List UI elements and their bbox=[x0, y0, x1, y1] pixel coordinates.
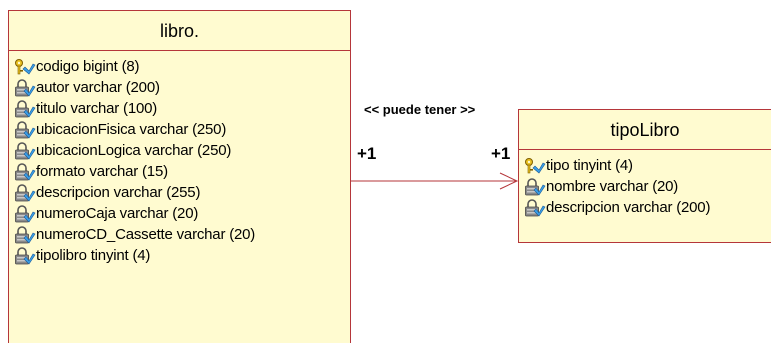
key-icon bbox=[14, 58, 36, 76]
attribute-text: tipolibro tinyint (4) bbox=[36, 247, 151, 264]
source-multiplicity: +1 bbox=[357, 144, 377, 163]
attribute-text: nombre varchar (20) bbox=[546, 178, 679, 195]
attribute-list: codigo bigint (8) autor varchar (200) titu… bbox=[9, 51, 350, 266]
attribute-text: descripcion varchar (255) bbox=[36, 184, 201, 201]
attribute-text: tipo tinyint (4) bbox=[546, 157, 633, 174]
attribute-row[interactable]: descripcion varchar (200) bbox=[524, 197, 771, 218]
attribute-list: tipo tinyint (4) nombre varchar (20) descr… bbox=[519, 150, 771, 218]
attribute-row[interactable]: nombre varchar (20) bbox=[524, 176, 771, 197]
attribute-row[interactable]: formato varchar (15) bbox=[14, 161, 350, 182]
key-icon bbox=[524, 157, 546, 175]
entity-title: libro. bbox=[9, 11, 350, 51]
lock-icon bbox=[14, 225, 36, 244]
attribute-row[interactable]: codigo bigint (8) bbox=[14, 56, 350, 77]
attribute-row[interactable]: titulo varchar (100) bbox=[14, 98, 350, 119]
attribute-text: numeroCaja varchar (20) bbox=[36, 205, 199, 222]
attribute-row[interactable]: ubicacionFisica varchar (250) bbox=[14, 119, 350, 140]
attribute-row[interactable]: autor varchar (200) bbox=[14, 77, 350, 98]
attribute-text: descripcion varchar (200) bbox=[546, 199, 711, 216]
attribute-row[interactable]: tipo tinyint (4) bbox=[524, 155, 771, 176]
lock-icon bbox=[14, 162, 36, 181]
entity-libro[interactable]: libro. codigo bigint (8) autor varchar (2… bbox=[8, 10, 351, 343]
attribute-row[interactable]: tipolibro tinyint (4) bbox=[14, 245, 350, 266]
attribute-row[interactable]: numeroCaja varchar (20) bbox=[14, 203, 350, 224]
lock-icon bbox=[14, 99, 36, 118]
lock-icon bbox=[524, 198, 546, 217]
lock-icon bbox=[524, 177, 546, 196]
lock-icon bbox=[14, 141, 36, 160]
attribute-text: codigo bigint (8) bbox=[36, 58, 140, 75]
lock-icon bbox=[14, 183, 36, 202]
attribute-text: titulo varchar (100) bbox=[36, 100, 158, 117]
lock-icon bbox=[14, 78, 36, 97]
lock-icon bbox=[14, 120, 36, 139]
relationship-stereotype: << puede tener >> bbox=[364, 102, 476, 117]
attribute-row[interactable]: ubicacionLogica varchar (250) bbox=[14, 140, 350, 161]
attribute-text: formato varchar (15) bbox=[36, 163, 168, 180]
attribute-text: numeroCD_Cassette varchar (20) bbox=[36, 226, 256, 243]
attribute-row[interactable]: numeroCD_Cassette varchar (20) bbox=[14, 224, 350, 245]
relationship-arrowhead bbox=[499, 172, 519, 190]
attribute-text: ubicacionLogica varchar (250) bbox=[36, 142, 232, 159]
entity-title: tipoLibro bbox=[519, 110, 771, 150]
lock-icon bbox=[14, 204, 36, 223]
lock-icon bbox=[14, 246, 36, 265]
attribute-text: ubicacionFisica varchar (250) bbox=[36, 121, 227, 138]
entity-tipolibro[interactable]: tipoLibro tipo tinyint (4) nombre varchar… bbox=[518, 109, 771, 243]
attribute-row[interactable]: descripcion varchar (255) bbox=[14, 182, 350, 203]
target-multiplicity: +1 bbox=[491, 144, 511, 163]
attribute-text: autor varchar (200) bbox=[36, 79, 160, 96]
